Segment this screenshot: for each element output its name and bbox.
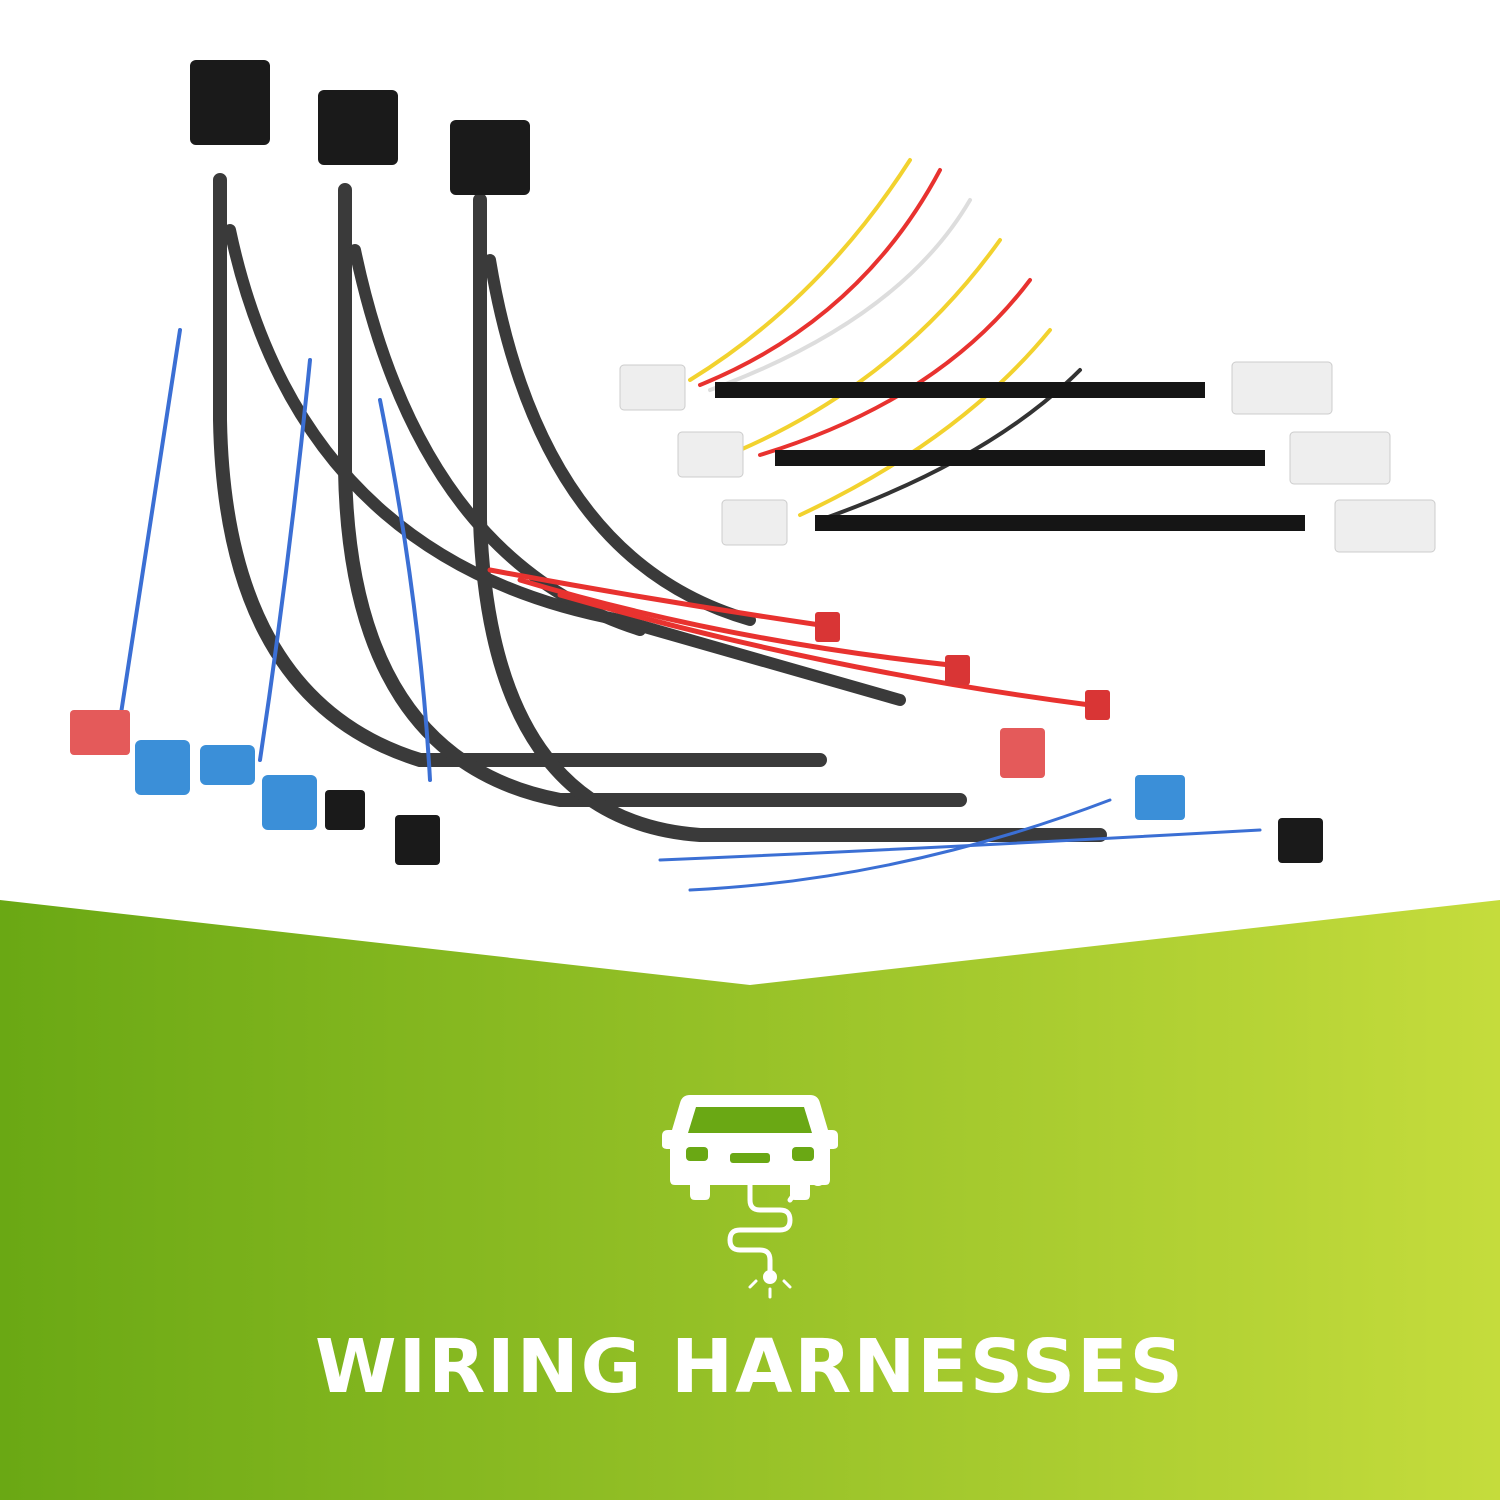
car-wiring-icon [662, 1095, 838, 1299]
wiring-harness-photo [70, 60, 1436, 892]
page-title: WIRING HARNESSES [315, 1324, 1185, 1410]
